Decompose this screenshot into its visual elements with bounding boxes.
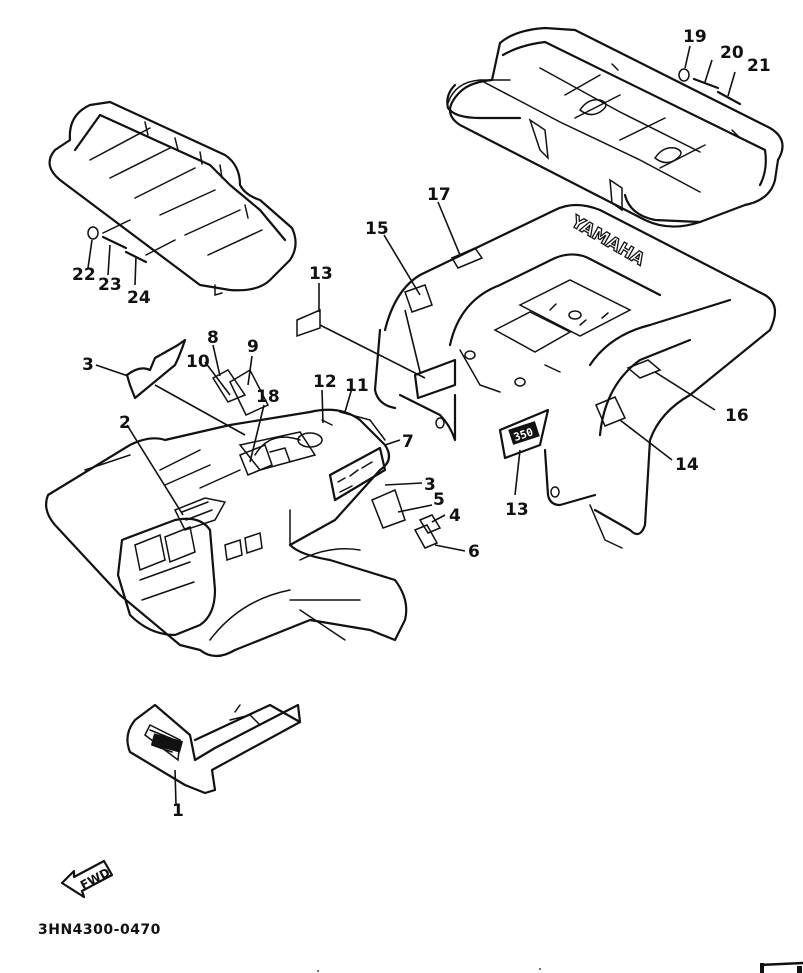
rear-reflector-part-20 <box>692 77 720 90</box>
callout-21: 21 <box>747 56 771 76</box>
callout-16: 16 <box>725 406 749 426</box>
label-pad-15 <box>404 284 433 313</box>
label-part-4 <box>418 514 442 534</box>
callout-17: 17 <box>427 185 451 205</box>
front-fender <box>45 408 408 658</box>
callout-8: 8 <box>207 328 219 348</box>
callout-23: 23 <box>98 275 122 295</box>
model-badge-350: 350 <box>498 408 550 460</box>
fwd-label: FWD <box>78 865 112 892</box>
rear-strip-part-21 <box>716 90 742 106</box>
label-part-5 <box>371 488 406 529</box>
brand-marking: YAMAHA <box>567 212 649 271</box>
forward-direction-arrow: FWD <box>60 859 114 899</box>
svg-text:350: 350 <box>512 426 535 445</box>
callout-12: 12 <box>313 372 337 392</box>
label-pad-17 <box>450 247 484 269</box>
callout-20: 20 <box>720 43 744 63</box>
loose-labels <box>125 308 442 549</box>
label-pad-16 <box>626 359 662 379</box>
front-carrier <box>48 100 297 296</box>
callout-19: 19 <box>683 27 707 47</box>
emblem-part-2 <box>173 497 227 531</box>
label-pad-14 <box>595 396 627 427</box>
label-pad-13a <box>413 358 457 400</box>
callout-14: 14 <box>675 455 699 475</box>
diagram-code: 3HN4300-0470 <box>38 922 161 938</box>
callout-1: 1 <box>172 801 184 821</box>
callout-10: 10 <box>186 352 210 372</box>
callout-13b: 13 <box>505 500 529 520</box>
leader-lines <box>95 201 716 552</box>
label-part-11 <box>339 411 386 441</box>
callout-4: 4 <box>449 506 461 526</box>
callout-13a: 13 <box>309 264 333 284</box>
callout-6: 6 <box>468 542 480 562</box>
label-part-6 <box>413 524 439 549</box>
front-reflector-part-23 <box>101 235 128 250</box>
callout-7: 7 <box>402 432 414 452</box>
callout-3b: 3 <box>424 475 436 495</box>
callout-22: 22 <box>72 265 96 285</box>
front-cap-part-22 <box>87 226 99 240</box>
callout-labels: 1 2 3 3 4 5 6 7 8 9 10 11 12 13 13 14 15… <box>72 27 771 821</box>
label-part-9 <box>229 368 270 416</box>
callout-9: 9 <box>247 337 259 357</box>
label-pad-13a-loose <box>296 308 321 338</box>
front-panel-part-1 <box>126 703 302 806</box>
callout-2: 2 <box>119 413 131 433</box>
side-stripe-part-3a <box>125 338 187 400</box>
rear-cap-part-19 <box>678 68 690 82</box>
callout-3a: 3 <box>82 355 94 375</box>
label-part-18 <box>239 444 273 476</box>
callout-11: 11 <box>345 376 369 396</box>
page-corner-mark <box>317 961 803 973</box>
callout-5: 5 <box>433 490 445 510</box>
label-part-10 <box>211 369 247 403</box>
callout-15: 15 <box>365 219 389 239</box>
rear-carrier <box>446 26 784 228</box>
callout-24: 24 <box>127 288 151 308</box>
side-stripe-part-3b <box>328 446 387 502</box>
callout-18: 18 <box>256 387 280 407</box>
